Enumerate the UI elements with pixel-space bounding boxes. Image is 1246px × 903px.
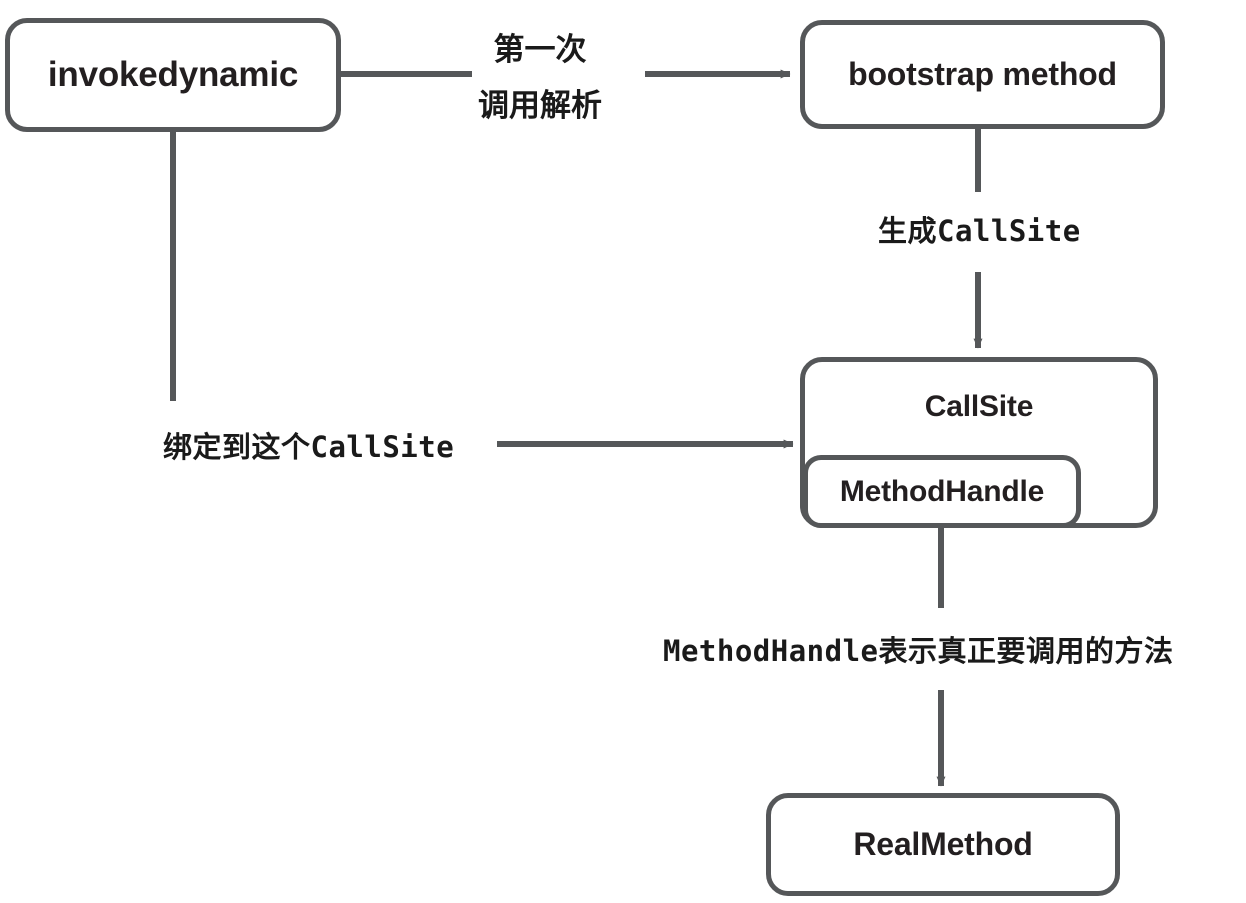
node-methodhandle[interactable]: MethodHandle bbox=[803, 455, 1081, 528]
node-invokedynamic-label: invokedynamic bbox=[47, 55, 299, 94]
node-invokedynamic[interactable]: invokedynamic bbox=[5, 18, 341, 132]
edge-bind-callsite bbox=[170, 132, 794, 449]
edge-label-first-call-line2: 调用解析 bbox=[478, 88, 602, 124]
edge-label-gen-callsite: 生成CallSite bbox=[878, 214, 1081, 248]
edge-label-first-call: 第一次 调用解析 bbox=[478, 22, 602, 134]
node-methodhandle-label: MethodHandle bbox=[839, 474, 1045, 508]
node-bootstrap-method-label: bootstrap method bbox=[848, 56, 1117, 92]
node-callsite-label: CallSite bbox=[924, 390, 1034, 423]
node-bootstrap-method[interactable]: bootstrap method bbox=[800, 20, 1165, 129]
edge-label-first-call-line1: 第一次 bbox=[493, 32, 587, 68]
edge-label-methodhandle-real: MethodHandle表示真正要调用的方法 bbox=[663, 634, 1174, 668]
edge-label-bind-callsite: 绑定到这个CallSite bbox=[163, 430, 455, 464]
node-realmethod[interactable]: RealMethod bbox=[766, 793, 1120, 896]
node-realmethod-label: RealMethod bbox=[853, 826, 1033, 862]
